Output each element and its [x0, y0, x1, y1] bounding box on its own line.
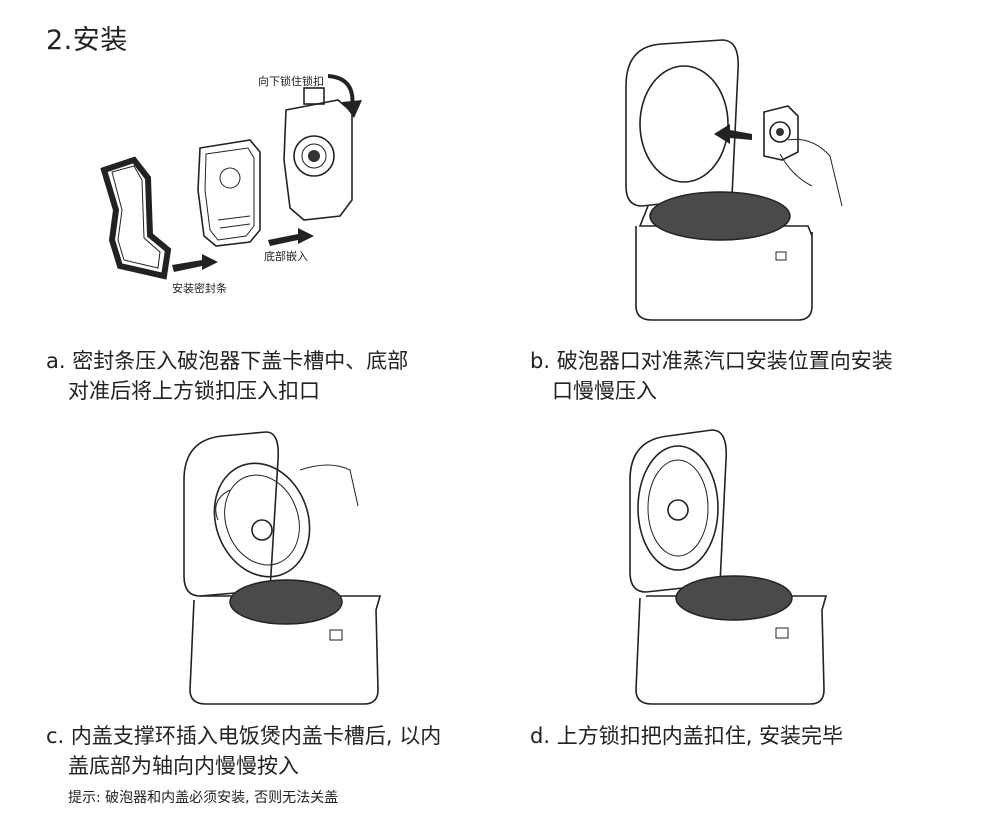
label-lock-down: 向下锁住锁扣: [258, 74, 324, 88]
step-a-marker: a.: [46, 349, 66, 373]
step-b-line2: 口慢慢压入: [552, 379, 657, 403]
inner-pot: [675, 575, 793, 621]
step-d-line1: 上方锁扣把内盖扣住, 安装完毕: [556, 724, 844, 748]
figure-b-breaker-insertion: [625, 39, 843, 321]
arrow-seal: [172, 254, 218, 272]
figure-c-inner-lid-insertion: [183, 431, 382, 705]
label-install-seal: 安装密封条: [172, 281, 227, 295]
step-b-marker: b.: [530, 349, 551, 373]
figure-a-seal-installation: 向下锁住锁扣 底部嵌入 安装密封条: [100, 74, 362, 295]
inner-pot: [229, 579, 343, 625]
bubble-breaker-shape: [283, 99, 353, 221]
installation-note: 提示: 破泡器和内盖必须安装, 否则无法关盖: [68, 790, 339, 806]
arrow-insert: [714, 124, 752, 144]
step-d-caption: d. 上方锁扣把内盖扣住, 安装完毕: [530, 721, 980, 751]
figure-d-installation-complete: [629, 429, 828, 705]
inner-pot: [649, 191, 791, 241]
step-c-line2: 盖底部为轴向内慢慢按入: [68, 754, 299, 778]
step-b-caption: b. 破泡器口对准蒸汽口安装位置向安装 口慢慢压入: [530, 346, 980, 406]
label-bottom-insert: 底部嵌入: [264, 249, 308, 263]
step-c-caption: c. 内盖支撑环插入电饭煲内盖卡槽后, 以内 盖底部为轴向内慢慢按入: [46, 721, 506, 781]
step-c-marker: c.: [46, 724, 65, 748]
seal-ring-shape: [100, 156, 172, 280]
section-title: 2.安装: [46, 25, 128, 56]
step-d-marker: d.: [530, 724, 551, 748]
step-a-caption: a. 密封条压入破泡器下盖卡槽中、底部 对准后将上方锁扣压入扣口: [46, 346, 486, 406]
step-b-line1: 破泡器口对准蒸汽口安装位置向安装: [556, 349, 893, 373]
step-c-line1: 内盖支撑环插入电饭煲内盖卡槽后, 以内: [70, 724, 442, 748]
arrow-cover: [268, 228, 314, 246]
bottom-cover-shape: [197, 139, 261, 247]
step-a-line1: 密封条压入破泡器下盖卡槽中、底部: [72, 349, 409, 373]
step-a-line2: 对准后将上方锁扣压入扣口: [68, 379, 320, 403]
